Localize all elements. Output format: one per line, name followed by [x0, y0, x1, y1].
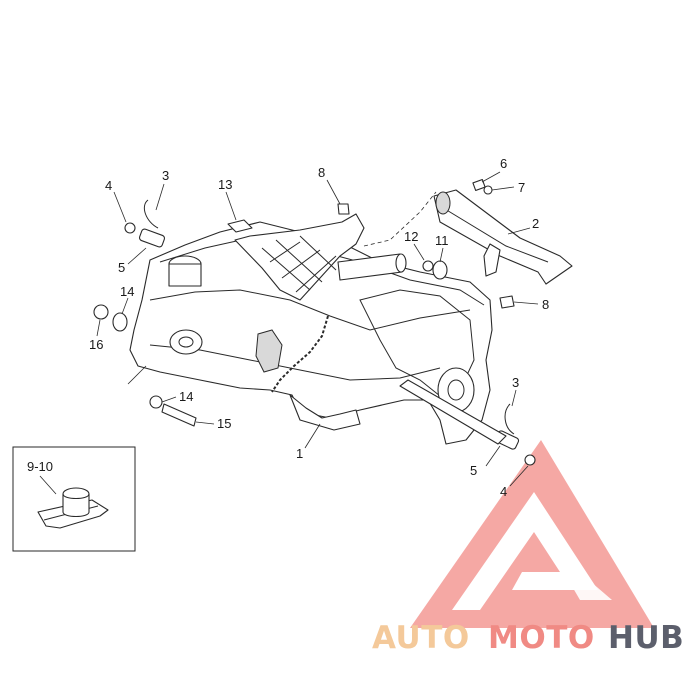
- rear-bracket-tab: [483, 243, 501, 277]
- frame-mid-rail: [149, 289, 471, 331]
- nut-7: [483, 185, 493, 195]
- leader-13: [225, 191, 237, 221]
- rear-bracket-end: [435, 191, 451, 215]
- callout-3-right: 3: [512, 375, 519, 390]
- watermark-triangle-cutout: [452, 492, 598, 610]
- spindle-rod: [399, 379, 507, 445]
- frame-lower-rail: [149, 344, 441, 381]
- bolt-8-top: [337, 203, 350, 215]
- callout-11: 11: [435, 233, 449, 248]
- callout-16: 16: [89, 337, 103, 352]
- leader-4-left: [113, 191, 127, 223]
- frame-pivot-hole: [447, 379, 465, 401]
- watermark-wordmark: AUTO MOTO HUB: [372, 620, 684, 656]
- pin-3-left: [143, 199, 159, 229]
- leader-5-left: [127, 247, 147, 265]
- callout-4-right: 4: [500, 484, 507, 499]
- frame-assembly: [129, 213, 493, 445]
- frame-window-cutout: [255, 329, 283, 373]
- callout-labels: 1 2 3 4 5 6 7 8 8 11 12 13 14 16 14 15 3…: [89, 156, 549, 499]
- leader-14-left: [121, 297, 129, 315]
- callout-8-right: 8: [542, 297, 549, 312]
- callout-15: 15: [217, 416, 231, 431]
- callout-5-left: 5: [118, 260, 125, 275]
- rear-bracket-arm: [433, 189, 573, 285]
- callout-14-left: 14: [120, 284, 134, 299]
- rear-bracket-arm-edge: [439, 205, 549, 263]
- frame-left-boss: [169, 329, 203, 355]
- washer-14-left: [112, 312, 128, 332]
- leader-8-right: [513, 301, 539, 305]
- assembly-leader-dashed: [363, 191, 437, 247]
- callout-13: 13: [218, 177, 232, 192]
- watermark-text-hub: HUB: [608, 620, 684, 656]
- frame-upper-lattice: [234, 213, 365, 301]
- inset-bushing-body: [62, 493, 90, 518]
- leader-6: [481, 171, 501, 183]
- callout-7: 7: [518, 180, 525, 195]
- callout-12: 12: [404, 229, 418, 244]
- leader-11: [439, 247, 444, 263]
- callout-6: 6: [500, 156, 507, 171]
- detail-inset: 9-10: [12, 446, 136, 552]
- watermark-text-auto: AUTO: [372, 620, 470, 656]
- leader-5-right: [485, 445, 501, 467]
- leader-14-bottom: [161, 396, 177, 403]
- frame-head-tube-body: [168, 263, 202, 287]
- inset-leader: [39, 475, 57, 495]
- callout-2: 2: [532, 216, 539, 231]
- callout-1: 1: [296, 446, 303, 461]
- washer-4-right: [524, 454, 536, 466]
- leader-8-top: [326, 179, 341, 205]
- leader-7: [491, 186, 515, 191]
- leader-4-right: [509, 465, 529, 487]
- callout-5-right: 5: [470, 463, 477, 478]
- callout-14-bottom: 14: [179, 389, 193, 404]
- frame-lower-bracket: [289, 394, 361, 431]
- spacer-5-left: [138, 228, 166, 248]
- frame-lattice-lines: [261, 235, 337, 293]
- inset-label: 9-10: [27, 459, 53, 474]
- callout-8-top: 8: [318, 165, 325, 180]
- callout-3-left: 3: [162, 168, 169, 183]
- watermark-text-moto: MOTO: [488, 620, 595, 656]
- leader-2: [507, 227, 531, 235]
- leader-16: [96, 319, 101, 337]
- washer-4-left: [124, 222, 136, 234]
- frame-wiring-harness: [271, 315, 329, 393]
- pin-3-right: [504, 403, 515, 435]
- bolt-8-right: [499, 295, 515, 309]
- bolt-15: [161, 403, 197, 427]
- nut-16: [93, 304, 109, 320]
- leader-15: [195, 421, 215, 425]
- fasteners: [93, 178, 536, 466]
- rear-bracket-part: [433, 189, 573, 285]
- leader-lines: [96, 171, 539, 487]
- leader-1: [304, 423, 321, 449]
- watermark-triangle-inner: [548, 545, 612, 600]
- leader-3-right: [511, 389, 517, 407]
- leader-3-left: [155, 183, 165, 211]
- bolt-6: [472, 178, 486, 192]
- frame-cross-tube-end: [395, 253, 407, 273]
- clip-13: [227, 219, 253, 233]
- callout-4-left: 4: [105, 178, 112, 193]
- leader-frame-link: [127, 365, 147, 385]
- bushing-11: [432, 260, 448, 280]
- frame-left-boss-inner: [178, 336, 194, 348]
- watermark-logo-graphic: [410, 440, 654, 628]
- washer-14-bottom: [149, 395, 163, 409]
- leader-12: [413, 243, 425, 261]
- nut-12: [422, 260, 434, 272]
